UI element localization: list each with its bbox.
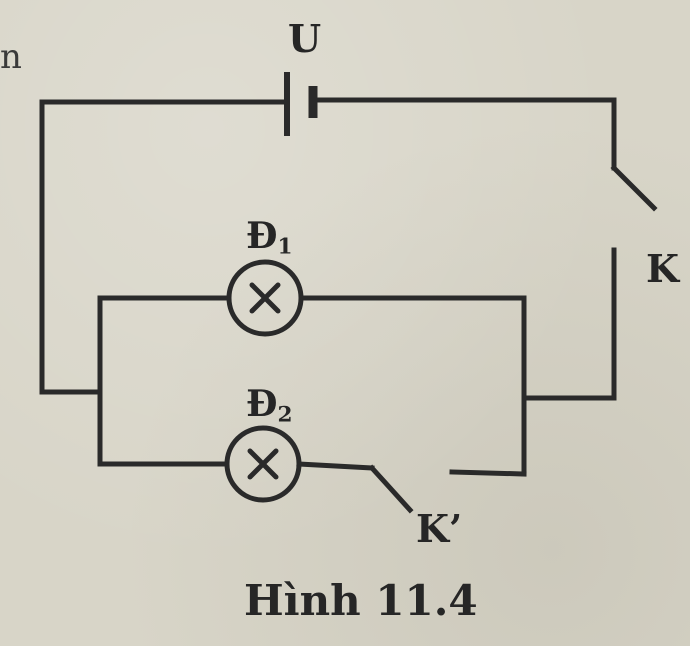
lamp1-label: Đ1 — [246, 218, 293, 258]
lamp2-label: Đ2 — [246, 386, 293, 426]
lamp2-label-sub: 2 — [277, 402, 293, 428]
cropped-text-fragment: n — [0, 37, 22, 77]
lamp1-icon — [226, 259, 304, 337]
wire-main-right — [310, 97, 617, 171]
wire-k-return — [523, 247, 617, 401]
wire-main-left — [39, 99, 290, 395]
switch-k-blade — [610, 164, 658, 212]
lamp2-label-main: Đ — [246, 383, 278, 425]
wire-branch2-right — [296, 461, 375, 471]
wire-k2-return — [449, 469, 527, 477]
battery-cell-icon — [284, 72, 318, 136]
wire-branch1-right — [298, 295, 527, 477]
lamp2-ring — [224, 425, 302, 503]
switch-k2-blade — [368, 464, 414, 514]
lamp1-cross-b — [249, 282, 281, 314]
source-label: U — [288, 16, 322, 61]
switch-main-label: K — [646, 246, 680, 291]
lamp1-ring — [226, 259, 304, 337]
lamp1-label-main: Đ — [246, 215, 278, 257]
lamp2-icon — [224, 425, 302, 503]
switch-branch-label: K’ — [416, 506, 463, 551]
lamp1-label-sub: 1 — [277, 234, 293, 260]
figure-caption: Hình 11.4 — [244, 576, 478, 625]
lamp2-cross-b — [247, 448, 279, 480]
